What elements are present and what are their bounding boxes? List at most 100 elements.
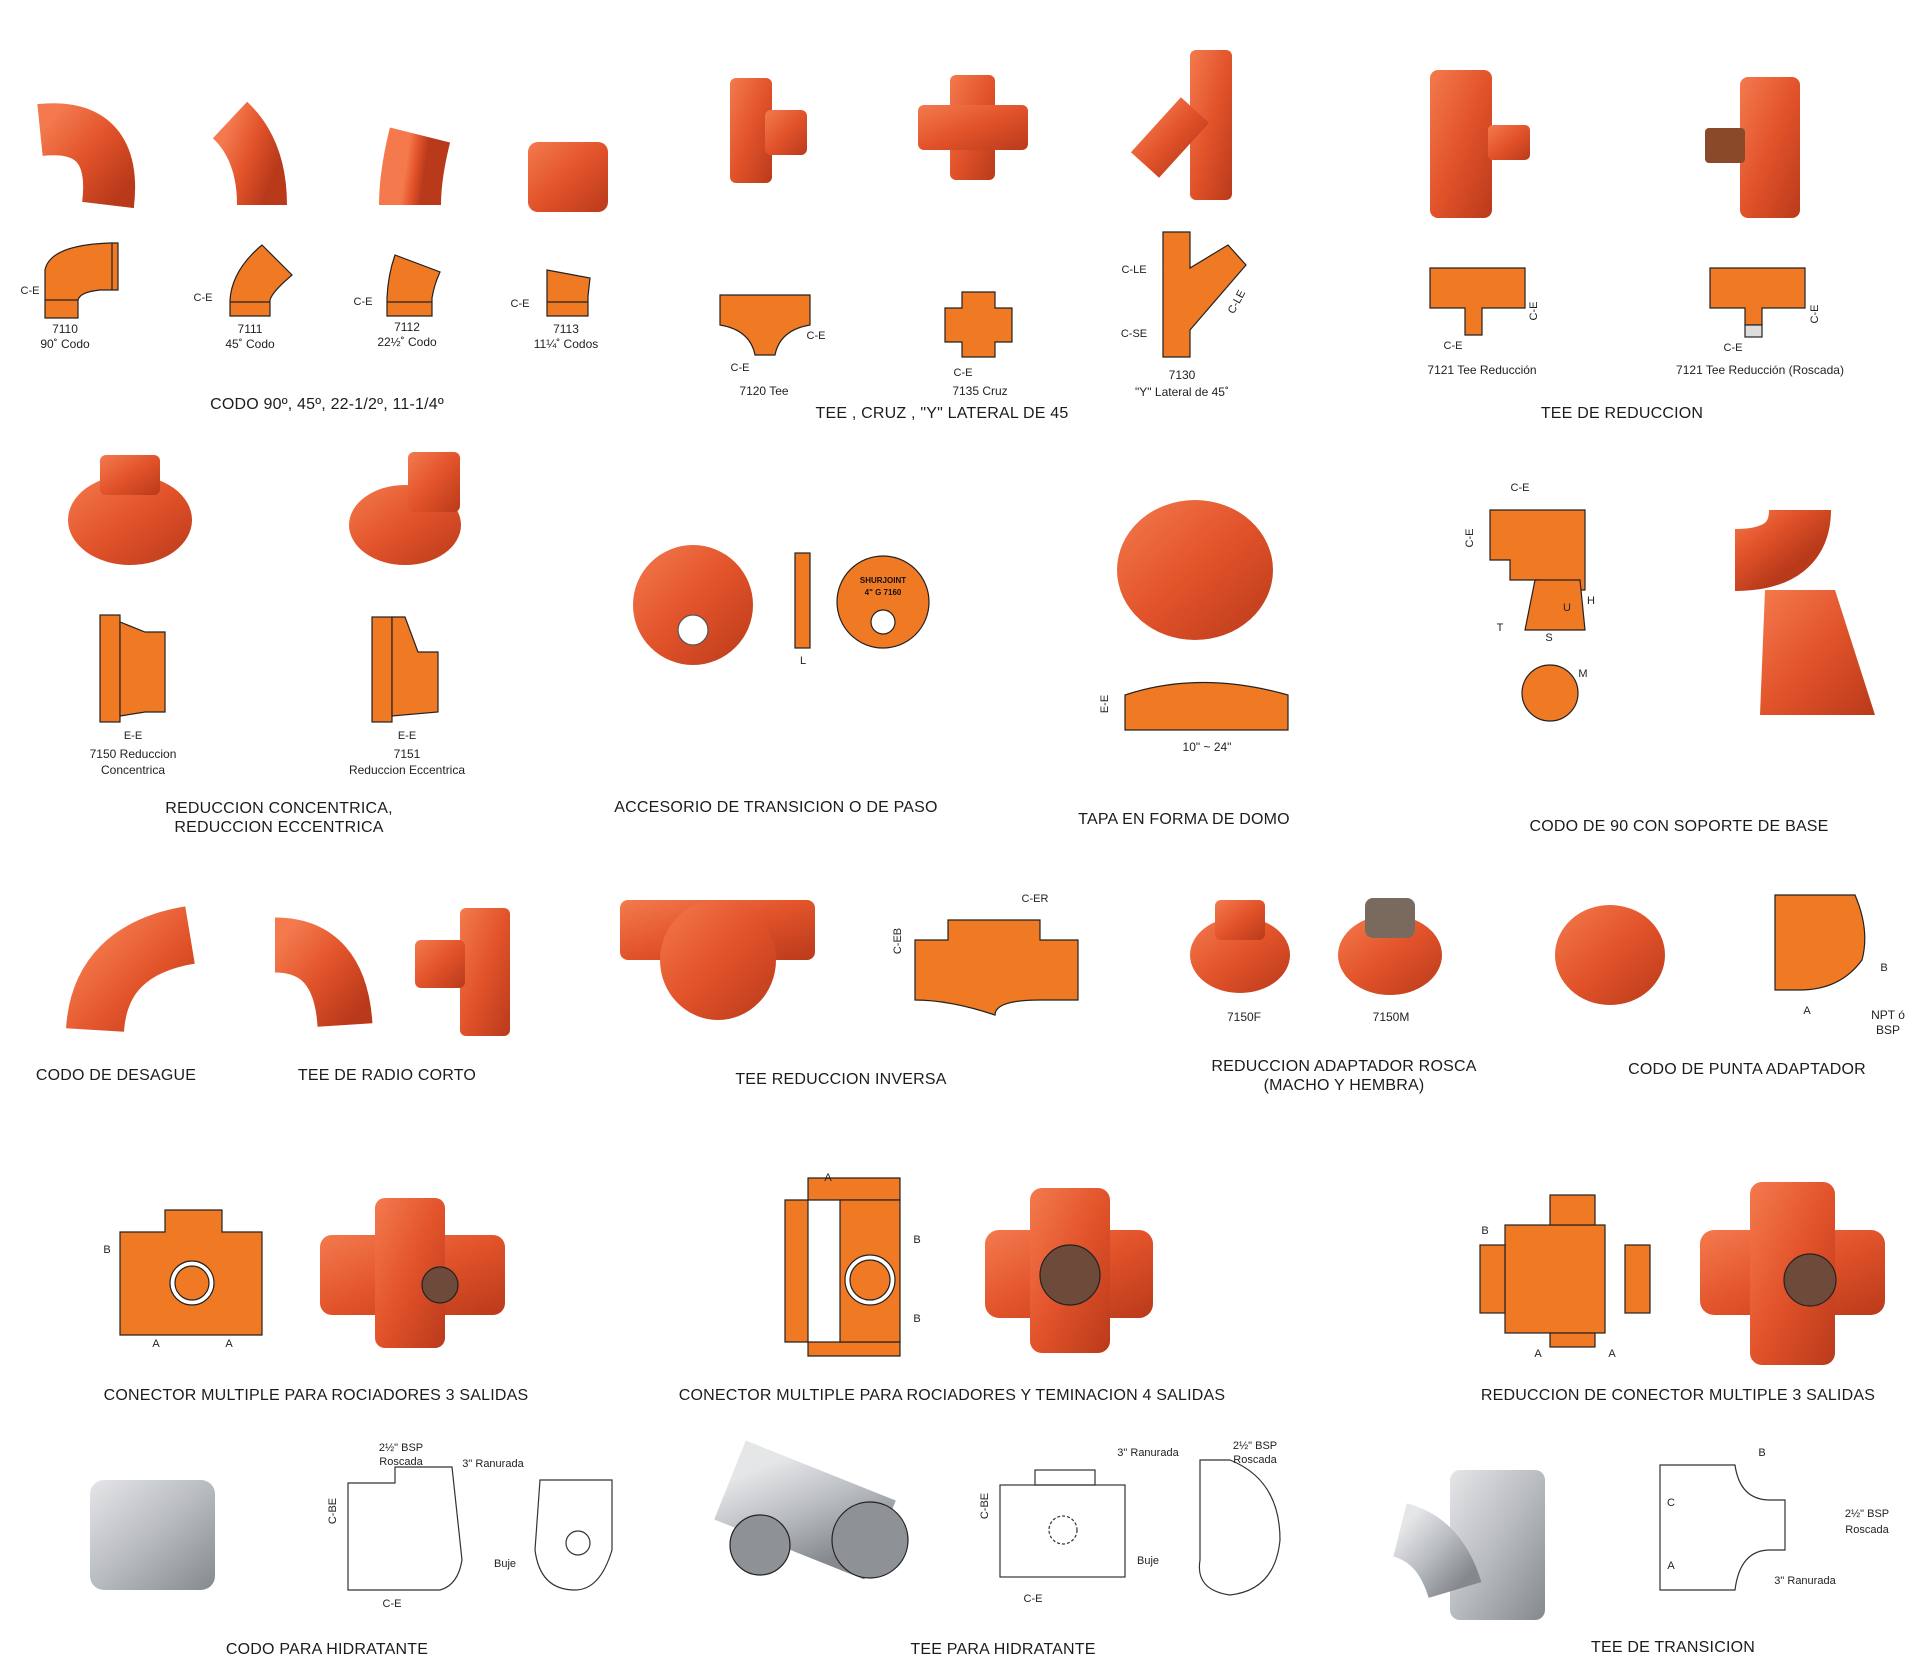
photo-hydrant-elbow	[90, 1480, 215, 1590]
photo-hydrant-tee	[714, 1440, 909, 1580]
caption-base-elbow: CODO DE 90 CON SOPORTE DE BASE	[1529, 818, 1829, 835]
photo-concentric-reducer	[68, 455, 192, 565]
dim-a: A	[152, 1338, 160, 1350]
caption-manifold-3: CONECTOR MULTIPLE PARA ROCIADORES 3 SALI…	[103, 1387, 529, 1404]
dim-ce: C-E	[1464, 528, 1476, 548]
drawing-concentric-reducer	[99, 614, 166, 723]
photo-drain-elbow	[66, 906, 196, 1033]
photo-11-elbow	[528, 142, 608, 212]
caption-reducers-line2: REDUCCION ECCENTRICA	[174, 819, 384, 836]
dim-c: C	[1667, 1497, 1675, 1509]
label-7135: 7135 Cruz	[952, 384, 1008, 398]
dim-b: B	[913, 1313, 921, 1325]
note-roscada: Roscada	[379, 1456, 423, 1468]
dim-ce: C-E	[1723, 342, 1743, 354]
note-bsp: 2½" BSP	[378, 1442, 424, 1454]
dim-l: L	[799, 655, 807, 667]
note-roscada: Roscada	[1233, 1454, 1277, 1466]
photo-adapter-male	[1338, 898, 1442, 995]
note-bsp: 2½" BSP	[1844, 1508, 1890, 1520]
dim-cer: C-ER	[1021, 893, 1049, 905]
dim-cbe: C-BE	[327, 1497, 339, 1525]
photo-y-lateral	[1130, 50, 1232, 200]
photo-45-elbow	[212, 101, 287, 206]
dim-ce: C-E	[510, 298, 530, 310]
photo-tee	[730, 78, 807, 183]
dim-b: B	[1758, 1447, 1766, 1459]
drawing-manifold-3	[119, 1209, 263, 1336]
dim-ce: C-E	[730, 362, 750, 374]
dim-cse: C-SE	[1120, 328, 1148, 340]
drawing-hydrant-tee	[999, 1459, 1281, 1596]
photo-dome-cap	[1117, 500, 1273, 640]
caption-adapter-line2: (MACHO Y HEMBRA)	[1263, 1077, 1425, 1094]
label-7121-threaded: 7121 Tee Reducción (Roscada)	[1676, 363, 1844, 377]
label-7110-name: 90˚ Codo	[40, 337, 90, 351]
dim-a: A	[1608, 1348, 1616, 1360]
dim-t: T	[1496, 622, 1504, 634]
dim-ce: C-E	[20, 285, 40, 297]
photo-manifold-4	[985, 1188, 1153, 1353]
label-7150-code: 7150 Reduccion	[89, 747, 177, 761]
caption-drain-elbow: CODO DE DESAGUE	[35, 1067, 197, 1084]
note-buje: Buje	[493, 1558, 517, 1570]
label-7151-code: 7151	[393, 747, 421, 761]
label-7150-name: Concentrica	[100, 763, 166, 777]
drawing-45-elbow	[229, 244, 293, 317]
dim-a: A	[1803, 1005, 1811, 1017]
caption-reducers-line1: REDUCCION CONCENTRICA,	[165, 800, 393, 817]
drawing-cross	[944, 291, 1013, 358]
drawing-y-lateral	[1162, 231, 1247, 358]
caption-manifold-3-reducing: REDUCCION DE CONECTOR MULTIPLE 3 SALIDAS	[1480, 1387, 1876, 1404]
label-7150M: 7150M	[1372, 1010, 1410, 1024]
dim-b: B	[913, 1234, 921, 1246]
photo-manifold-3	[320, 1198, 505, 1348]
photo-22-elbow	[379, 127, 451, 206]
dim-a: A	[225, 1338, 233, 1350]
drawing-11-elbow	[546, 269, 591, 317]
photo-reducing-tee	[1430, 70, 1530, 218]
dim-a: A	[1667, 1560, 1675, 1572]
dim-ce: C-E	[1023, 1593, 1043, 1605]
caption-transition-tee: TEE DE TRANSICION	[1590, 1639, 1756, 1656]
caption-reverse-tee: TEE REDUCCION INVERSA	[735, 1071, 947, 1088]
dim-cbe: C-BE	[979, 1492, 991, 1520]
drawing-eccentric-reducer	[371, 616, 439, 723]
photo-transition-disc	[633, 545, 753, 665]
photo-90-elbow	[37, 103, 136, 209]
dim-ee: E-E	[397, 730, 417, 742]
caption-dome-cap: TAPA EN FORMA DE DOMO	[1078, 811, 1290, 828]
thread-note-line2: BSP	[1875, 1023, 1901, 1037]
label-7130-code: 7130	[1168, 368, 1196, 382]
caption-tees: TEE , CRUZ , "Y" LATERAL DE 45	[815, 405, 1069, 422]
photo-short-radius-tee	[415, 908, 510, 1036]
note-roscada: Roscada	[1845, 1524, 1889, 1536]
dim-a: A	[1534, 1348, 1542, 1360]
label-7113-name: 11¼˚ Codos	[533, 337, 599, 351]
drawing-22-elbow	[386, 254, 441, 317]
caption-adapter-elbow: CODO DE PUNTA ADAPTADOR	[1628, 1061, 1866, 1078]
dim-ce: C-E	[353, 296, 373, 308]
photo-transition-tee	[1391, 1470, 1545, 1620]
drawing-90-elbow	[44, 242, 119, 319]
drawing-hydrant-elbow	[347, 1466, 613, 1591]
caption-adapter-line1: REDUCCION ADAPTADOR ROSCA	[1211, 1058, 1477, 1075]
dim-s: S	[1545, 632, 1553, 644]
dim-ce: C-E	[1510, 482, 1530, 494]
dim-ce: C-E	[806, 330, 826, 342]
label-7111-code: 7111	[237, 322, 263, 336]
photo-cross	[918, 75, 1028, 180]
drawing-base-elbow	[1489, 509, 1586, 722]
transition-logo-text: SHURJOINT	[859, 576, 907, 585]
note-ranurada: 3" Ranurada	[1774, 1575, 1836, 1587]
dim-ee: E-E	[1099, 694, 1111, 714]
label-7130-name: "Y" Lateral de 45˚	[1135, 385, 1229, 399]
dim-m: M	[1578, 668, 1588, 680]
photo-short-radius-elbow	[273, 917, 373, 1028]
label-7120: 7120 Tee	[739, 384, 789, 398]
note-bsp: 2½" BSP	[1232, 1440, 1278, 1452]
dim-b: B	[1481, 1225, 1489, 1237]
dim-b: B	[103, 1244, 111, 1256]
label-7110-code: 7110	[52, 322, 78, 336]
note-ranurada: 3" Ranurada	[462, 1458, 524, 1470]
